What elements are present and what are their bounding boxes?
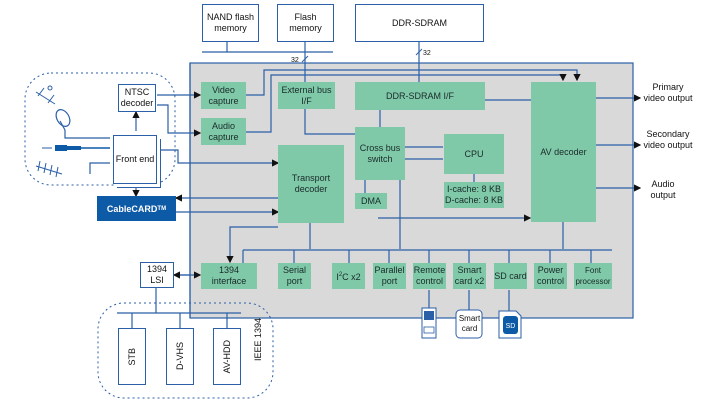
ext-bus-width: 32 bbox=[291, 57, 299, 64]
flash-memory: Flash memory bbox=[277, 4, 334, 42]
audio-capture-block: Audio capture bbox=[201, 118, 246, 145]
antenna-icon bbox=[35, 160, 63, 178]
i2c-sup: 2 bbox=[338, 271, 343, 278]
device-avhdd: AV-HDD bbox=[213, 328, 241, 385]
nand-flash-memory: NAND flash memory bbox=[202, 4, 259, 42]
sd-card-icon bbox=[498, 310, 522, 339]
ieee1394-label: IEEE 1394 bbox=[253, 318, 264, 364]
satellite-icon bbox=[35, 85, 56, 105]
peripheral-serial-port: Serial port bbox=[278, 263, 311, 289]
peripheral-1394-interface: 1394 interface bbox=[201, 263, 257, 289]
ieee1394-text: IEEE 1394 bbox=[253, 318, 263, 362]
cache-block: I-cache: 8 KB D-cache: 8 KB bbox=[444, 182, 504, 208]
avhdd-label: AV-HDD bbox=[221, 339, 232, 374]
cable-plug-icon bbox=[42, 145, 81, 151]
remote-control-icon bbox=[421, 307, 437, 339]
device-stb: STB bbox=[118, 328, 146, 385]
cross-bus-switch-block: Cross bus switch bbox=[355, 127, 405, 180]
icache-label: I-cache: 8 KB bbox=[446, 184, 502, 194]
ddr-sdram-if-block: DDR-SDRAM I/F bbox=[355, 82, 485, 110]
peripheral-power-control: Power control bbox=[534, 263, 567, 289]
device-dvhs: D-VHS bbox=[166, 328, 194, 385]
i2c-i: I bbox=[336, 271, 339, 282]
dcache-label: D-cache: 8 KB bbox=[444, 195, 504, 205]
external-bus-if-block: External bus I/F bbox=[278, 82, 335, 109]
ntsc-decoder: NTSC decoder bbox=[118, 84, 156, 112]
stb-label: STB bbox=[126, 347, 137, 366]
dma-block: DMA bbox=[355, 193, 387, 209]
transport-decoder-block: Transport decoder bbox=[278, 145, 344, 223]
peripheral-i2c: I2C x2 bbox=[332, 263, 365, 289]
peripheral-sd-card: SD card bbox=[494, 263, 527, 289]
ieee1394-boundary bbox=[97, 302, 274, 399]
peripheral-smart-card: Smart card x2 bbox=[453, 263, 486, 289]
video-capture-block: Video capture bbox=[201, 82, 246, 109]
i2c-rest: C x2 bbox=[342, 271, 361, 282]
cablecard-tm: TM bbox=[157, 205, 167, 212]
1394-lsi: 1394 LSI bbox=[140, 262, 174, 288]
dish-icon bbox=[55, 109, 71, 131]
front-end: Front end bbox=[113, 135, 157, 184]
av-decoder-block: AV decoder bbox=[531, 82, 596, 222]
smart-card-icon-label: Smart card bbox=[458, 314, 481, 333]
peripheral-remote-control: Remote control bbox=[413, 263, 446, 289]
peripheral-parallel-port: Parallel port bbox=[373, 263, 406, 289]
ddr-sdram: DDR-SDRAM bbox=[355, 4, 484, 42]
primary-video-output: Primary video output bbox=[643, 82, 693, 103]
dvhs-label: D-VHS bbox=[174, 342, 185, 371]
sd-icon-label: SD bbox=[505, 323, 516, 330]
smart-card-icon bbox=[455, 309, 483, 339]
ddr-bus-width: 32 bbox=[423, 50, 431, 57]
secondary-video-output: Secondary video output bbox=[643, 129, 693, 150]
audio-output: Audio output bbox=[650, 179, 676, 200]
cpu-block: CPU bbox=[444, 134, 504, 174]
peripheral-font-processor: Font processor bbox=[574, 263, 612, 289]
cablecard-label: CableCARD bbox=[106, 203, 158, 214]
